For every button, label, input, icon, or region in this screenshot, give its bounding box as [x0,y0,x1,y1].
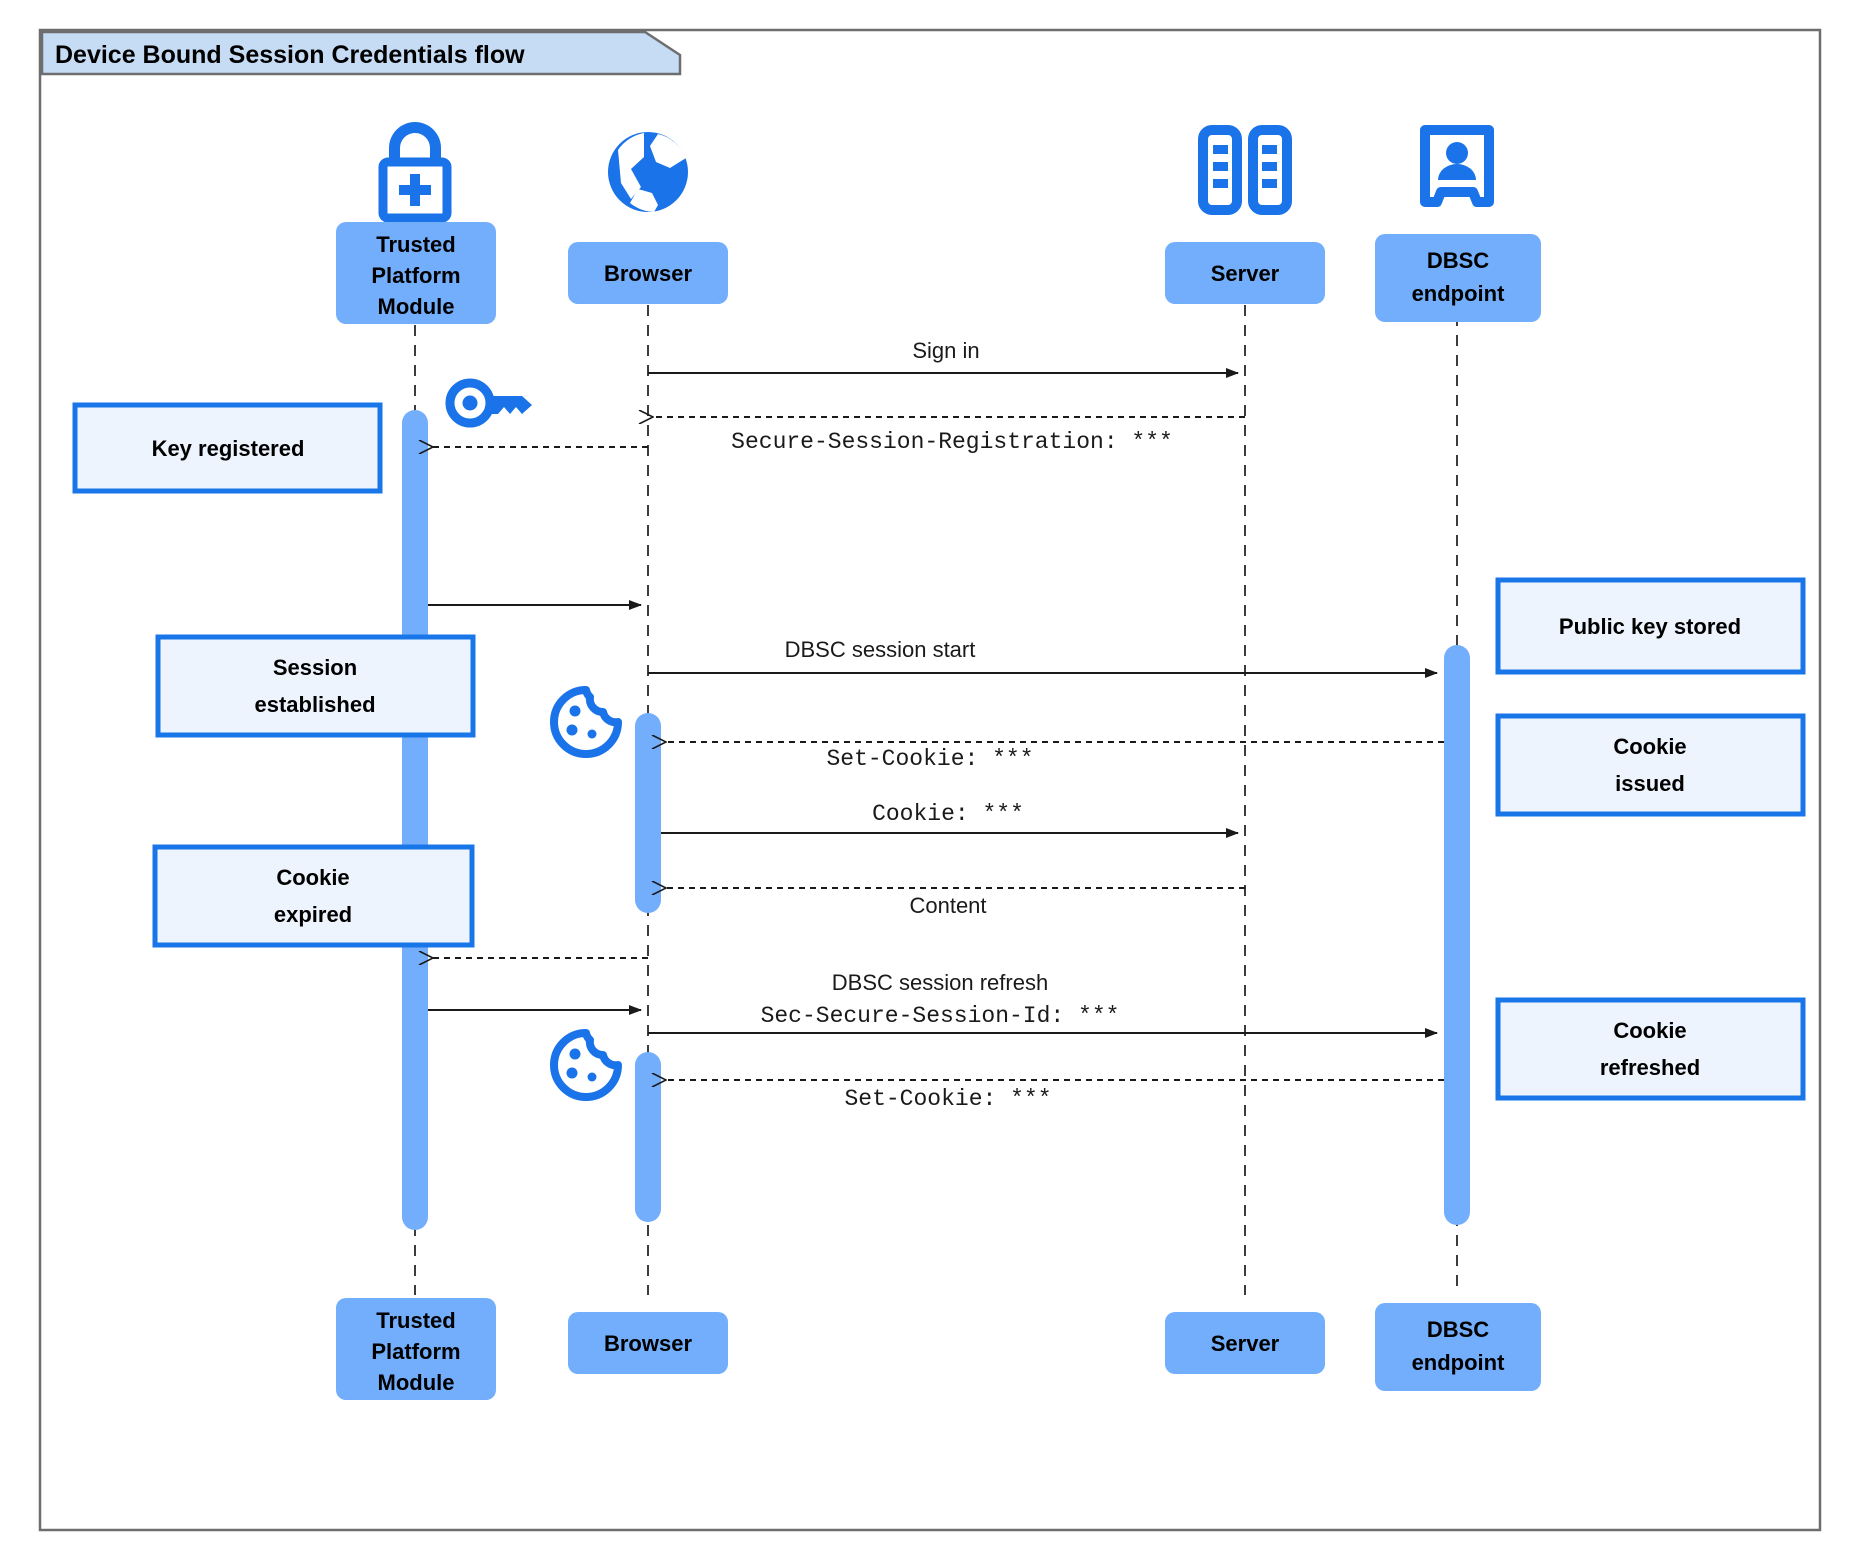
participant-label-browser-top: Browser [604,261,692,286]
participant-box-browser-bottom[interactable]: Browser [568,1312,728,1374]
activation-tpm [402,410,428,1230]
note-public-key-stored-line-1: Public key stored [1559,614,1741,639]
participant-box-tpm-top[interactable]: Trusted Platform Module [336,222,496,324]
message-label-m5: DBSC session start [785,637,976,662]
note-cookie-issued-line-1: Cookie [1613,734,1686,759]
participant-label-dbsc-top-1: DBSC [1427,248,1489,273]
note-cookie-expired-line-1: Cookie [276,865,349,890]
note-session-established: Session established [155,634,476,738]
participant-label-server-top: Server [1211,261,1280,286]
participant-box-dbsc-top[interactable]: DBSC endpoint [1375,234,1541,322]
frame-title-tab [40,30,682,76]
activation-browser-1 [635,713,661,913]
message-label-m2: Secure-Session-Registration: *** [731,429,1173,455]
note-cookie-refreshed-line-1: Cookie [1613,1018,1686,1043]
note-public-key-stored: Public key stored [1495,577,1806,675]
participant-label-tpm-top-3: Module [378,294,455,319]
participant-label-tpm-top-1: Trusted [376,232,455,257]
message-label-m11-line2: Sec-Secure-Session-Id: *** [761,1003,1120,1029]
message-label-m8: Content [909,893,986,918]
note-cookie-issued-line-2: issued [1615,771,1685,796]
server-rack-icon [1198,125,1292,215]
note-session-established-line-2: established [254,692,375,717]
participant-box-server-bottom[interactable]: Server [1165,1312,1325,1374]
key-icon [445,378,532,428]
participant-label-tpm-bottom-2: Platform [371,1339,460,1364]
message-label-m1: Sign in [912,338,979,363]
message-label-m6: Set-Cookie: *** [826,746,1033,772]
note-cookie-refreshed-line-2: refreshed [1600,1055,1700,1080]
participant-box-browser-top[interactable]: Browser [568,242,728,304]
globe-icon [608,132,688,212]
note-key-registered-line-1: Key registered [152,436,305,461]
lock-plus-icon [378,122,452,223]
note-cookie-expired: Cookie expired [152,844,475,948]
cookie-icon [550,686,622,758]
note-cookie-expired-line-2: expired [274,902,352,927]
activation-browser-2 [635,1052,661,1222]
participant-label-browser-bottom: Browser [604,1331,692,1356]
participant-label-dbsc-bottom-2: endpoint [1412,1350,1506,1375]
participant-label-tpm-top-2: Platform [371,263,460,288]
participant-label-tpm-bottom-3: Module [378,1370,455,1395]
note-cookie-issued: Cookie issued [1495,713,1806,817]
activation-dbsc [1444,645,1470,1225]
note-session-established-line-1: Session [273,655,357,680]
message-label-m7: Cookie: *** [872,801,1024,827]
note-cookie-refreshed: Cookie refreshed [1495,997,1806,1101]
message-label-m11-line1: DBSC session refresh [832,970,1048,995]
participant-label-dbsc-top-2: endpoint [1412,281,1506,306]
participant-box-tpm-bottom[interactable]: Trusted Platform Module [336,1298,496,1400]
participant-box-server-top[interactable]: Server [1165,242,1325,304]
message-label-m12: Set-Cookie: *** [844,1086,1051,1112]
id-badge-icon [1420,125,1494,207]
participant-label-tpm-bottom-1: Trusted [376,1308,455,1333]
note-key-registered: Key registered [72,402,383,494]
participant-box-dbsc-bottom[interactable]: DBSC endpoint [1375,1303,1541,1391]
participant-label-dbsc-bottom-1: DBSC [1427,1317,1489,1342]
participant-label-server-bottom: Server [1211,1331,1280,1356]
cookie-icon [550,1029,622,1101]
frame-title-text: Device Bound Session Credentials flow [55,41,525,69]
